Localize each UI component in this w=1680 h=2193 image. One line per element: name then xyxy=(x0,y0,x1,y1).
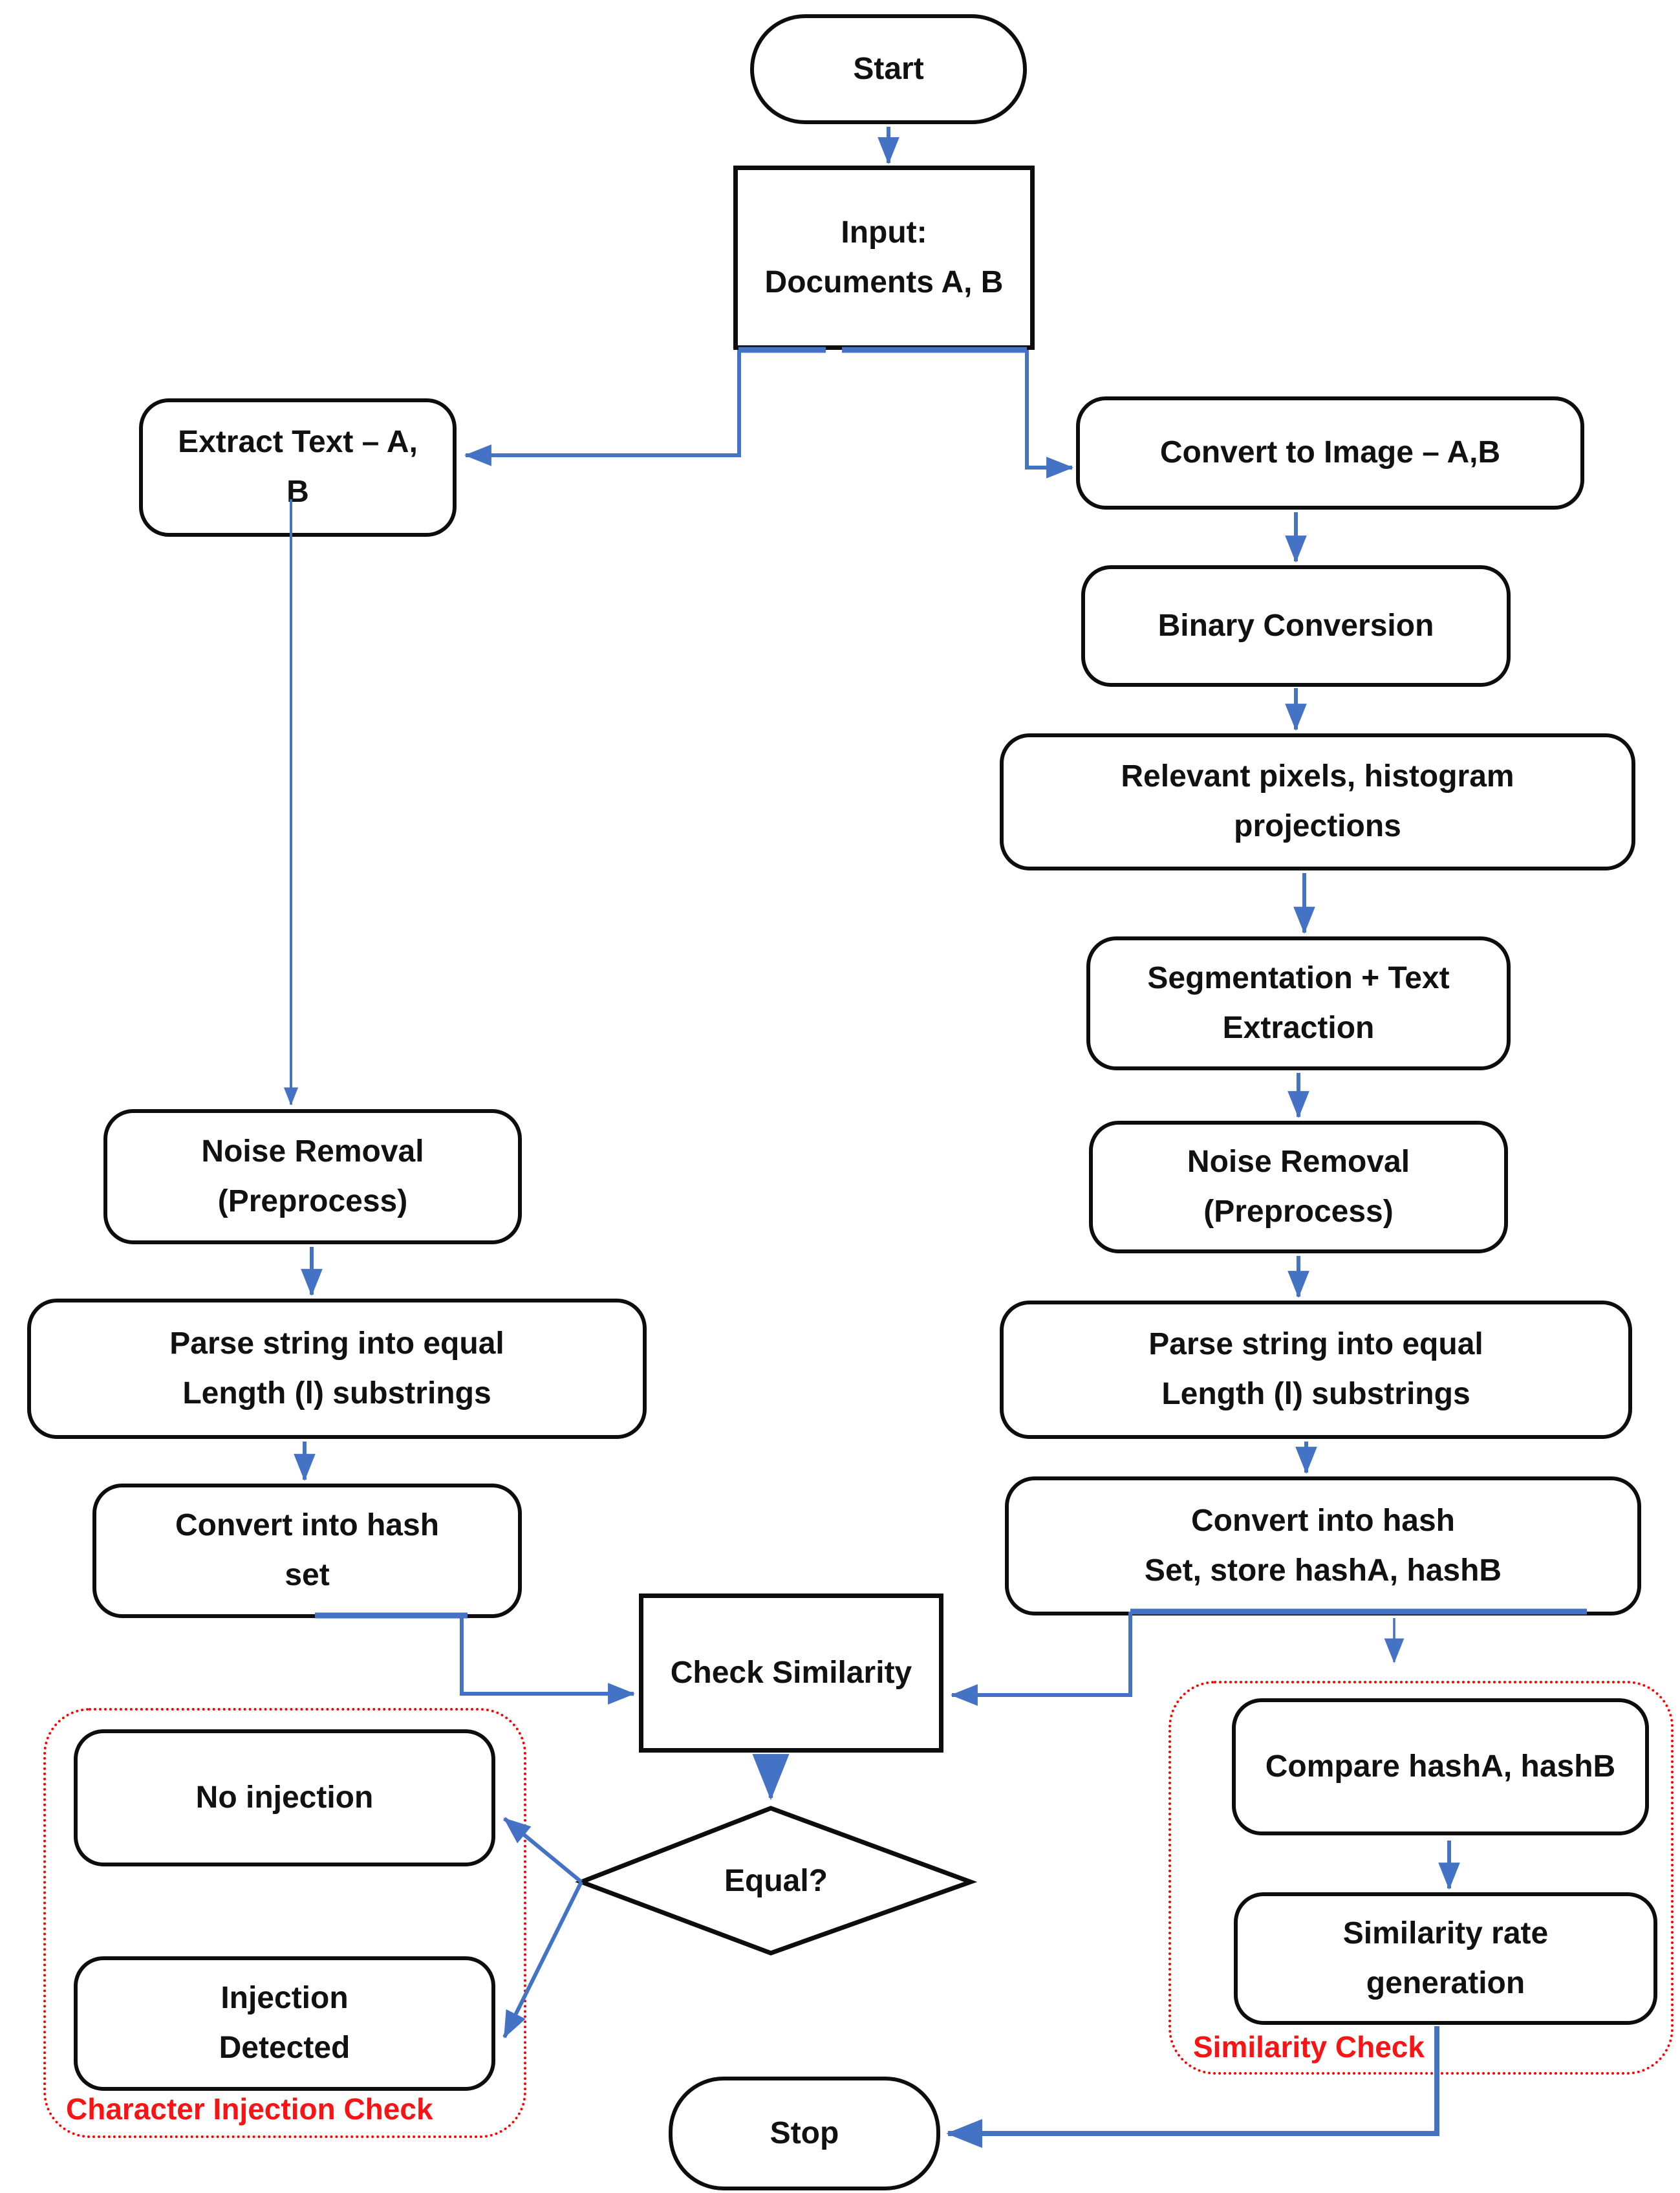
node-parse-right: Parse string into equal Length (l) subst… xyxy=(1000,1301,1632,1439)
node-no-injection: No injection xyxy=(74,1729,495,1866)
node-similarity-rate-label: Similarity rate generation xyxy=(1342,1916,1549,2000)
node-stop: Stop xyxy=(669,2077,940,2190)
node-hash-right-label: Convert into hash Set, store hashA, hash… xyxy=(1144,1503,1502,1588)
node-compare-hash-label: Compare hashA, hashB xyxy=(1265,1749,1616,1784)
node-start-label: Start xyxy=(853,51,924,86)
node-segmentation: Segmentation + Text Extraction xyxy=(1086,936,1511,1070)
arrow-equal-to-injection-detected xyxy=(502,1881,583,2038)
node-check-similarity: Check Similarity xyxy=(639,1593,943,1753)
node-injection-detected-label: Injection Detected xyxy=(219,1981,350,2065)
node-similarity-rate: Similarity rate generation xyxy=(1234,1892,1657,2025)
node-noise-removal-left-label: Noise Removal (Preprocess) xyxy=(201,1134,424,1218)
node-extract-text-label: Extract Text – A, B xyxy=(178,425,418,509)
arrow-hash-right-to-check-similarity xyxy=(950,1612,1132,1706)
node-convert-to-image-label: Convert to Image – A,B xyxy=(1159,435,1501,470)
section-label-similarity-check: Similarity Check xyxy=(1193,2030,1425,2064)
arrow-equal-to-no-injection xyxy=(503,1817,583,1884)
arrow-input-to-convert-image xyxy=(1025,350,1074,479)
node-stop-label: Stop xyxy=(770,2115,839,2150)
node-convert-to-image: Convert to Image – A,B xyxy=(1076,396,1584,510)
node-binary-conversion: Binary Conversion xyxy=(1081,565,1511,687)
node-noise-removal-right: Noise Removal (Preprocess) xyxy=(1089,1121,1508,1253)
node-equal-decision-label: Equal? xyxy=(724,1863,828,1898)
node-binary-conversion-label: Binary Conversion xyxy=(1158,608,1434,643)
node-extract-text: Extract Text – A, B xyxy=(139,398,457,537)
arrow-hash-left-to-check-similarity xyxy=(460,1614,636,1705)
node-noise-removal-left: Noise Removal (Preprocess) xyxy=(103,1109,522,1244)
section-similarity-check xyxy=(1168,1681,1674,2075)
node-compare-hash: Compare hashA, hashB xyxy=(1232,1698,1649,1835)
node-input-documents-label: Input: Documents A, B xyxy=(764,215,1004,299)
node-parse-left-label: Parse string into equal Length (l) subst… xyxy=(169,1326,504,1410)
node-relevant-pixels: Relevant pixels, histogram projections xyxy=(1000,733,1635,870)
equal-diamond xyxy=(575,1806,978,1956)
node-equal-decision-label-box: Equal? xyxy=(581,1808,971,1953)
node-parse-right-label: Parse string into equal Length (l) subst… xyxy=(1148,1327,1483,1411)
node-segmentation-label: Segmentation + Text Extraction xyxy=(1147,960,1450,1045)
node-noise-removal-right-label: Noise Removal (Preprocess) xyxy=(1187,1144,1410,1229)
node-injection-detected: Injection Detected xyxy=(74,1956,495,2091)
arrow-similarity-rate-to-stop xyxy=(946,2026,1439,2148)
arrow-input-to-extract-text xyxy=(464,350,741,466)
node-start: Start xyxy=(750,14,1027,124)
section-label-character-injection-check: Character Injection Check xyxy=(66,2092,433,2126)
node-relevant-pixels-label: Relevant pixels, histogram projections xyxy=(1121,759,1514,843)
section-character-injection-check xyxy=(43,1708,526,2138)
node-hash-left-label: Convert into hash set xyxy=(175,1508,440,1592)
node-parse-left: Parse string into equal Length (l) subst… xyxy=(27,1299,647,1439)
node-hash-left: Convert into hash set xyxy=(92,1484,522,1618)
node-no-injection-label: No injection xyxy=(195,1780,374,1815)
node-check-similarity-label: Check Similarity xyxy=(670,1655,912,1690)
